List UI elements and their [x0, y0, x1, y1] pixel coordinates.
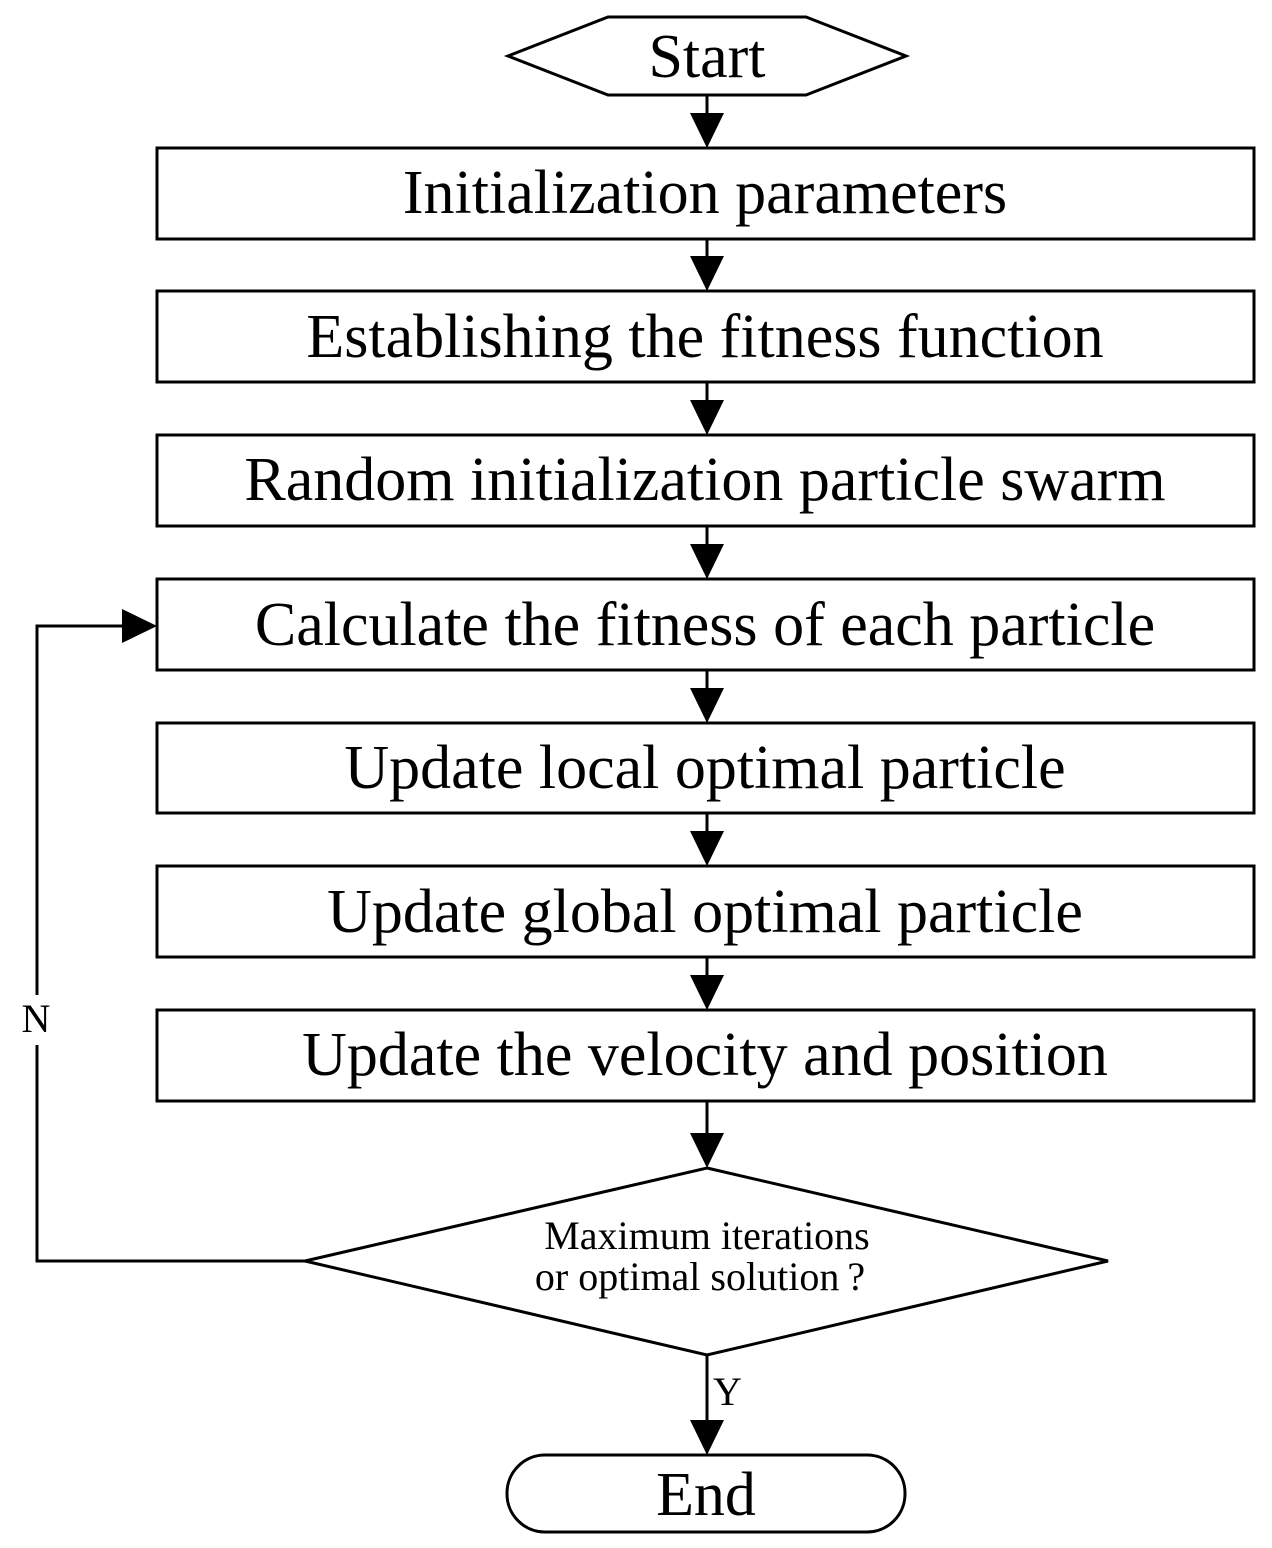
- step-calculate-fitness: Calculate the fitness of each particle: [155, 577, 1256, 672]
- step-label: Update global optimal particle: [327, 878, 1083, 946]
- step-label: Establishing the fitness function: [306, 303, 1103, 371]
- step-establishing-fitness-function: Establishing the fitness function: [155, 289, 1256, 384]
- step-label: Update local optimal particle: [344, 734, 1065, 802]
- arrow-start-to-step1: [690, 95, 724, 148]
- step-random-initialization-swarm: Random initialization particle swarm: [155, 433, 1256, 528]
- decision-line-1: Maximum iterations: [544, 1213, 870, 1258]
- arrow-step1-to-step2: [690, 239, 724, 291]
- step-label: Update the velocity and position: [302, 1021, 1108, 1089]
- decision-line-2: or optimal solution ?: [535, 1254, 865, 1299]
- decision-node: Maximum iterations or optimal solution ?: [304, 1166, 1109, 1357]
- no-label: N: [22, 996, 51, 1041]
- yes-label: Y: [713, 1369, 742, 1414]
- end-label: End: [656, 1461, 756, 1529]
- step-label: Initialization parameters: [403, 159, 1007, 227]
- step-update-local-optimal: Update local optimal particle: [155, 721, 1256, 815]
- start-node: Start: [503, 15, 911, 97]
- step-label: Random initialization particle swarm: [244, 446, 1165, 514]
- yes-branch-arrow: [690, 1355, 724, 1455]
- no-label-mask: [14, 995, 60, 1045]
- step-label: Calculate the fitness of each particle: [255, 591, 1155, 659]
- arrow-step2-to-step3: [690, 382, 724, 435]
- arrow-step5-to-step6: [690, 813, 724, 866]
- start-label: Start: [648, 23, 765, 91]
- no-branch-arrow: [35, 609, 305, 1263]
- arrow-step4-to-step5: [690, 670, 724, 723]
- arrow-step7-to-decision: [690, 1101, 724, 1168]
- step-update-velocity-position: Update the velocity and position: [155, 1008, 1256, 1103]
- step-update-global-optimal: Update global optimal particle: [155, 864, 1256, 959]
- step-initialization-parameters: Initialization parameters: [155, 146, 1256, 241]
- end-node: End: [505, 1453, 907, 1534]
- arrow-step6-to-step7: [690, 957, 724, 1010]
- arrow-step3-to-step4: [690, 526, 724, 579]
